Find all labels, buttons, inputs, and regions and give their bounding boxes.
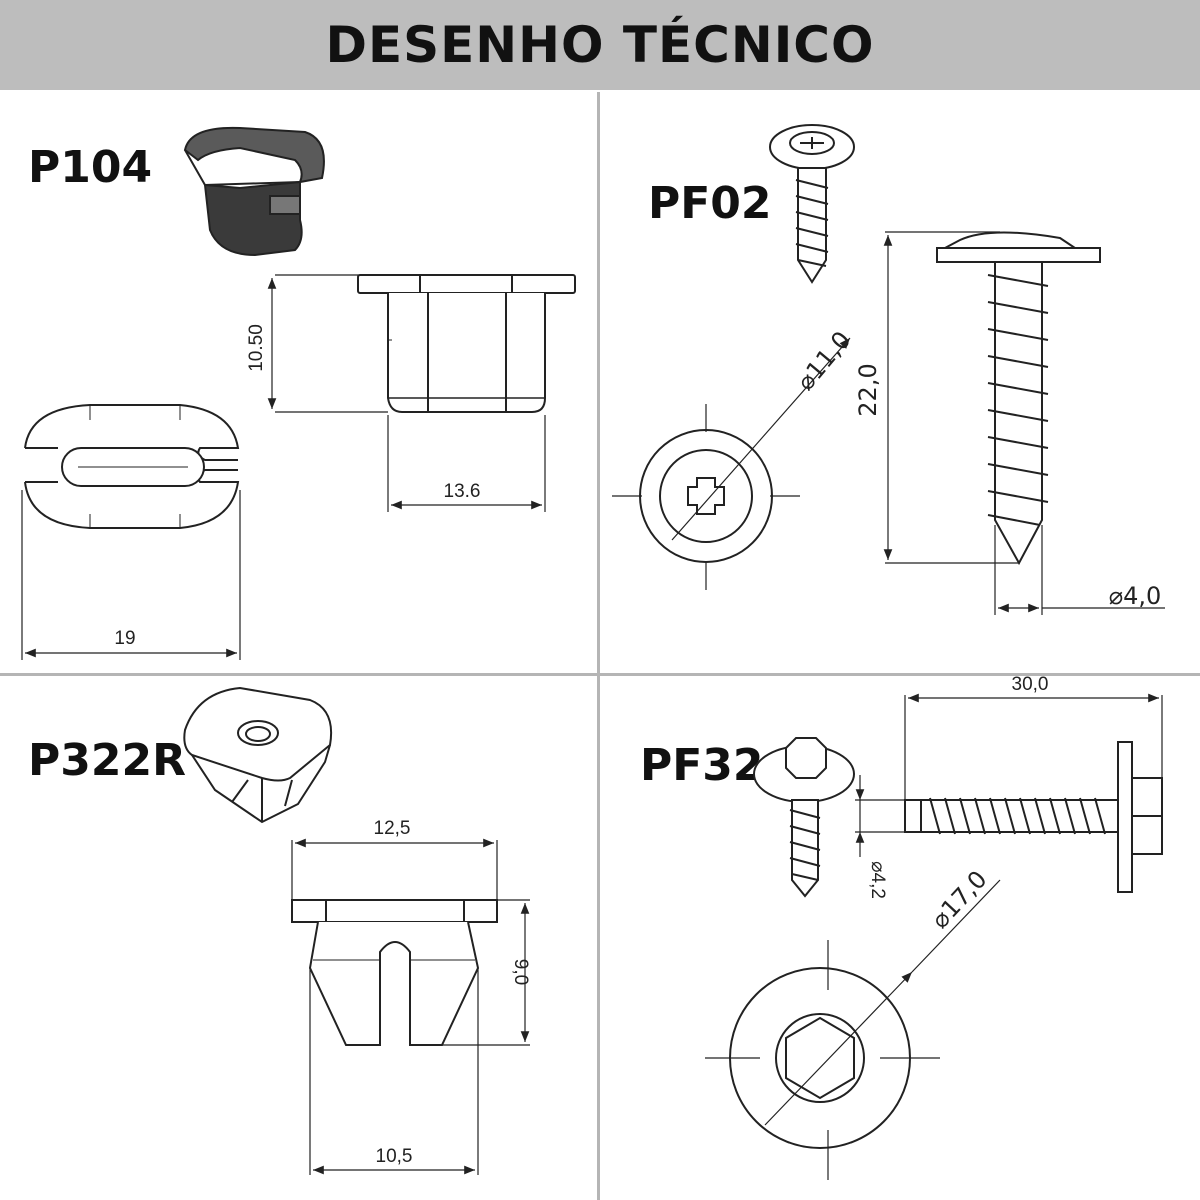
page-title: DESENHO TÉCNICO [325, 16, 875, 74]
p104-dim-length: 19 [114, 628, 135, 649]
p104-dimensions [21, 274, 546, 660]
p322r-dim-top-width: 12,5 [374, 818, 411, 839]
pf32-side-view [904, 741, 1163, 893]
p322r-dim-bottom-width: 10,5 [376, 1146, 413, 1167]
pf32-dim-thread-diameter: ⌀4,2 [867, 861, 888, 899]
p104-3d-render [183, 126, 325, 257]
p322r-side-view [291, 899, 498, 1046]
pf32-front-view [705, 879, 1001, 1180]
p104-top-view [24, 404, 240, 529]
part-code-pf32: PF32 [640, 740, 764, 791]
pf02-drawing [612, 124, 1165, 615]
part-code-p322r: P322R [28, 735, 186, 786]
pf02-side-view [936, 231, 1101, 566]
pf32-dim-length: 30,0 [1012, 674, 1049, 695]
pf02-dim-thread-diameter: ⌀4,0 [1109, 582, 1162, 610]
pf32-drawing [705, 693, 1163, 1180]
pf32-3d-render [753, 737, 855, 898]
p322r-dimensions [291, 838, 530, 1175]
pf02-front-view [612, 337, 851, 590]
pf32-dimensions [855, 693, 1163, 857]
vertical-divider [597, 92, 600, 1200]
pf02-dim-head-diameter: ⌀11,0 [791, 326, 856, 396]
p104-side-view [357, 274, 576, 413]
horizontal-divider [0, 673, 1200, 676]
pf32-dim-washer-diameter: ⌀17,0 [926, 865, 993, 934]
header-bar: DESENHO TÉCNICO [0, 0, 1200, 90]
p104-dim-width: 13.6 [444, 481, 481, 502]
part-code-p104: P104 [28, 142, 153, 193]
p322r-3d-render [183, 686, 332, 824]
pf02-3d-render [769, 124, 855, 284]
pf02-dim-length: 22,0 [854, 363, 882, 416]
p104-drawing [21, 126, 576, 660]
p322r-dim-height: 9,0 [510, 959, 531, 985]
p322r-drawing [183, 686, 530, 1175]
part-code-pf02: PF02 [648, 178, 772, 229]
pf02-dimensions [883, 231, 1165, 615]
p104-dim-height: 10.50 [246, 324, 267, 372]
